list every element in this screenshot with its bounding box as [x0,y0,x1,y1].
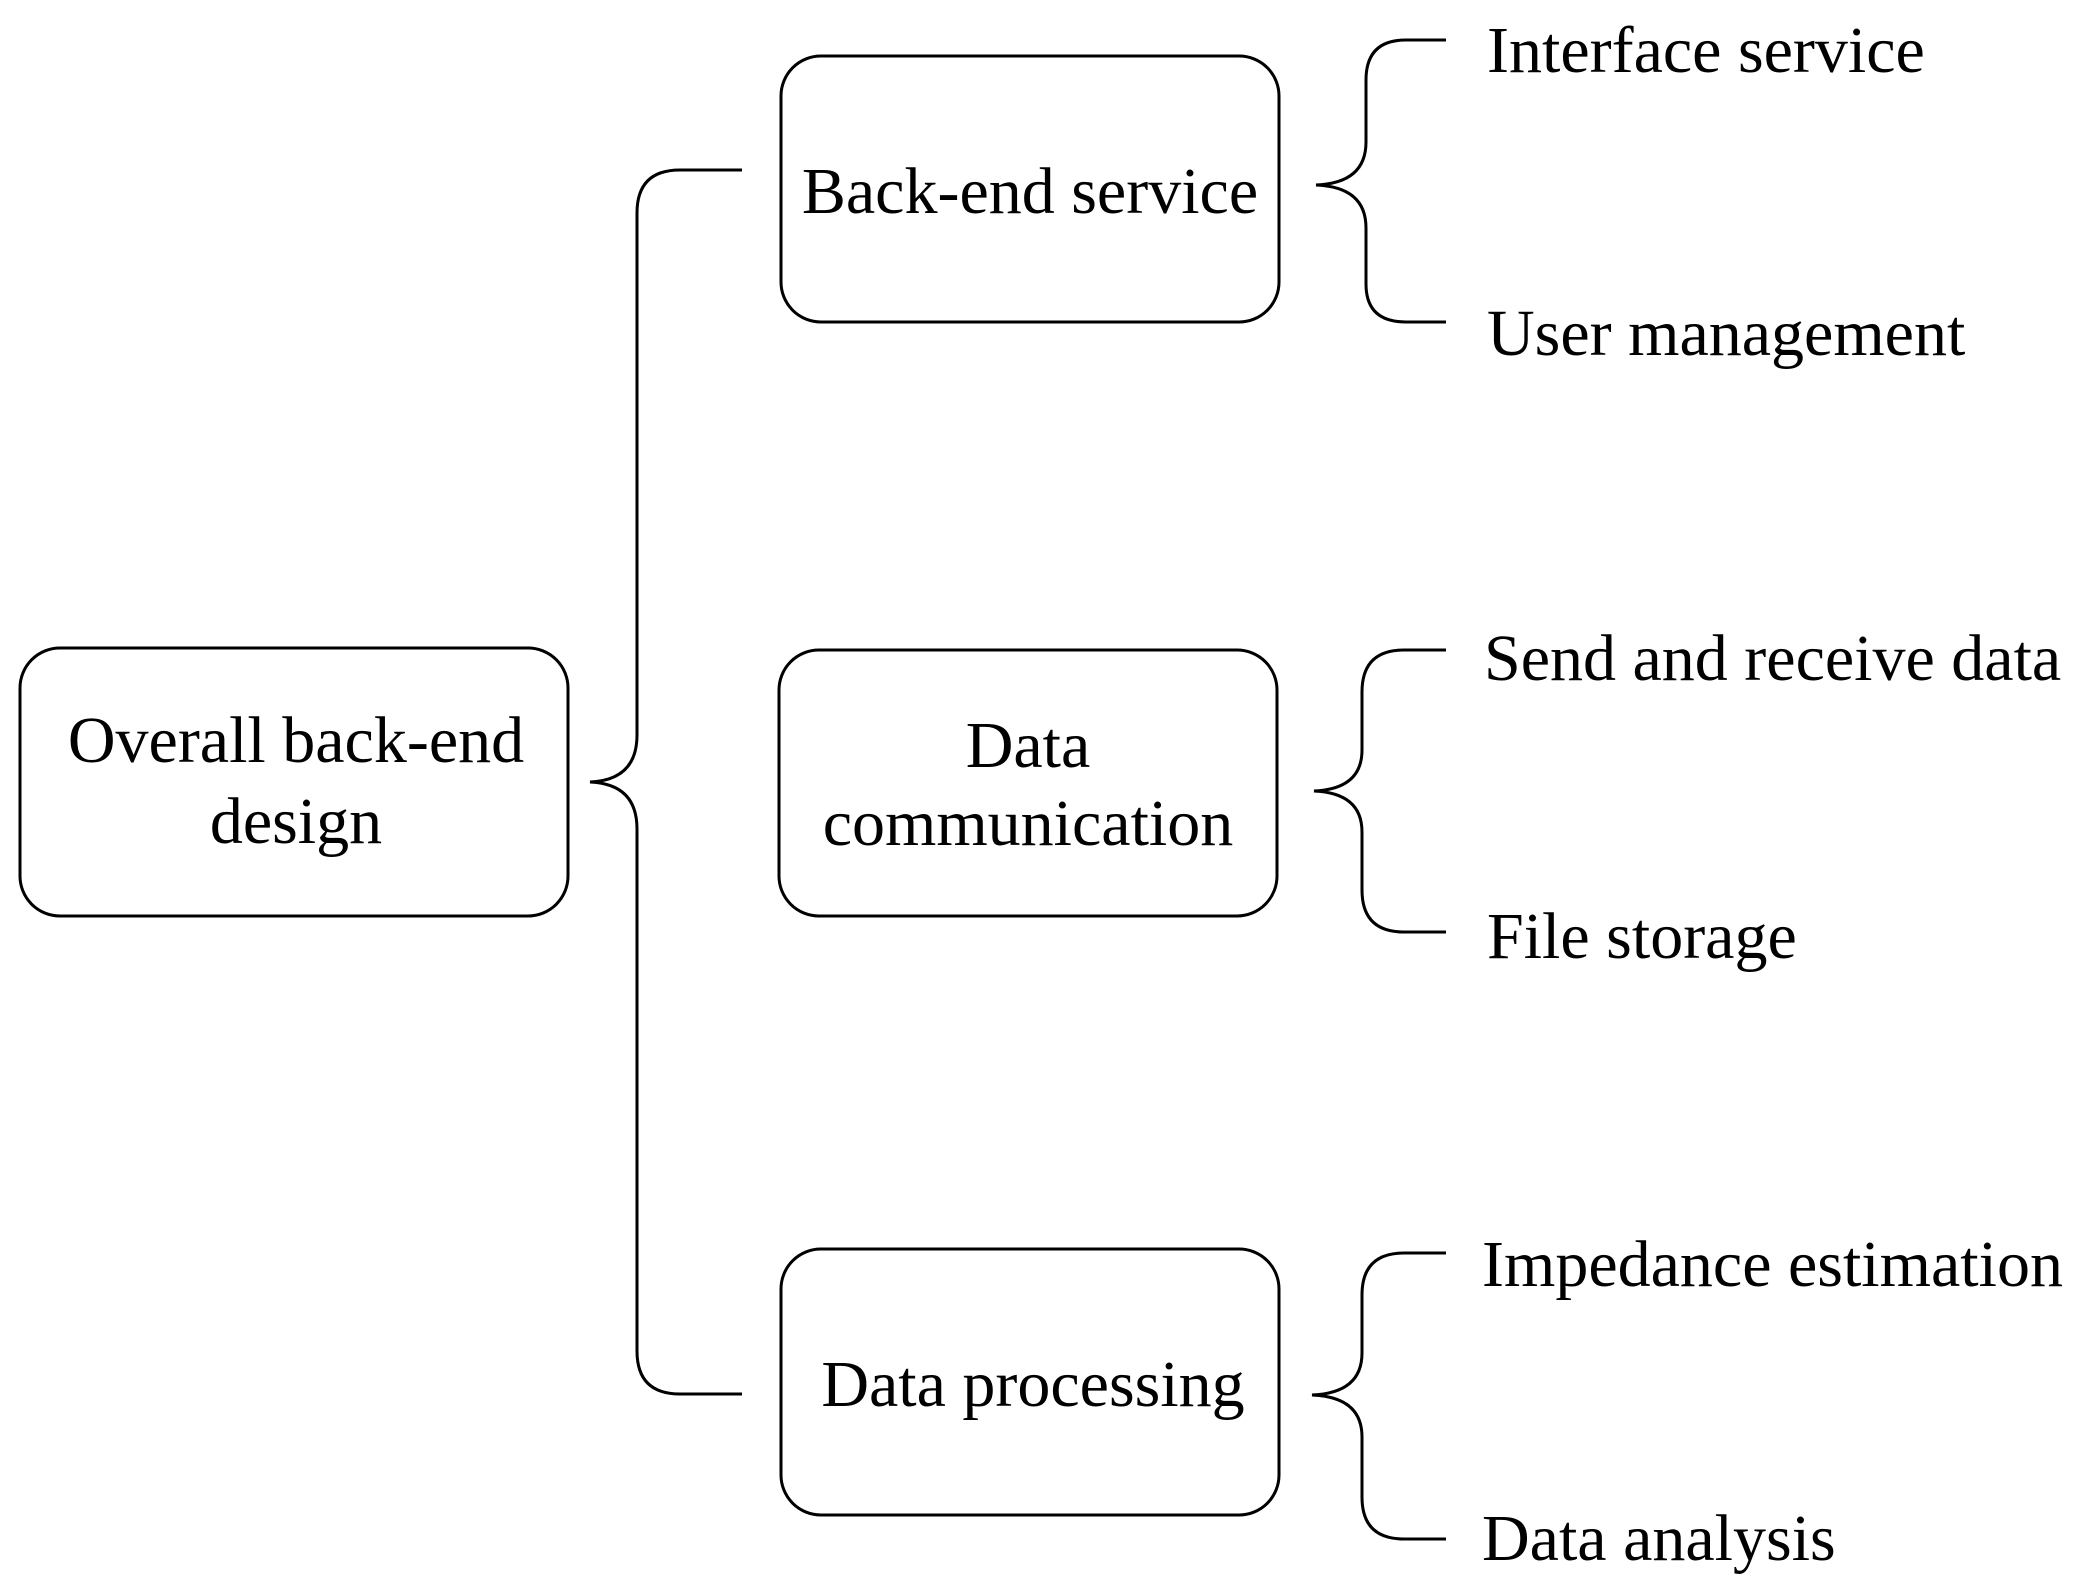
data-communication-box [777,648,1279,918]
backend-service-label: Back-end service [802,155,1258,228]
branch-data-processing: Data processing [779,1247,1281,1517]
data-processing-label: Data processing [821,1348,1244,1421]
data-processing-box [779,1247,1281,1517]
item-data-analysis: Data analysis [1482,1502,1836,1575]
item-impedance-estimation: Impedance estimation [1482,1228,2063,1301]
item-file-storage: File storage [1487,900,1797,973]
data-processing-brace [1311,1251,1446,1541]
data-communication-brace [1313,648,1446,934]
root-node-label-line1: Overall back-end [68,704,524,777]
root-node: Overall back-end design [18,646,570,918]
root-node-box [18,646,570,918]
data-communication-label-line1: Data [966,709,1091,782]
item-interface-service: Interface service [1487,14,1925,87]
root-node-label-line2: design [210,785,382,858]
backend-service-brace [1315,38,1446,324]
backend-service-box [779,54,1281,324]
item-send-and-receive-data: Send and receive data [1484,622,2061,695]
branch-backend-service: Back-end service [779,54,1281,324]
data-communication-label-line2: communication [823,787,1234,860]
root-brace [589,168,742,1396]
item-user-management: User management [1487,297,1965,370]
branch-data-communication: Data communication [777,648,1279,918]
